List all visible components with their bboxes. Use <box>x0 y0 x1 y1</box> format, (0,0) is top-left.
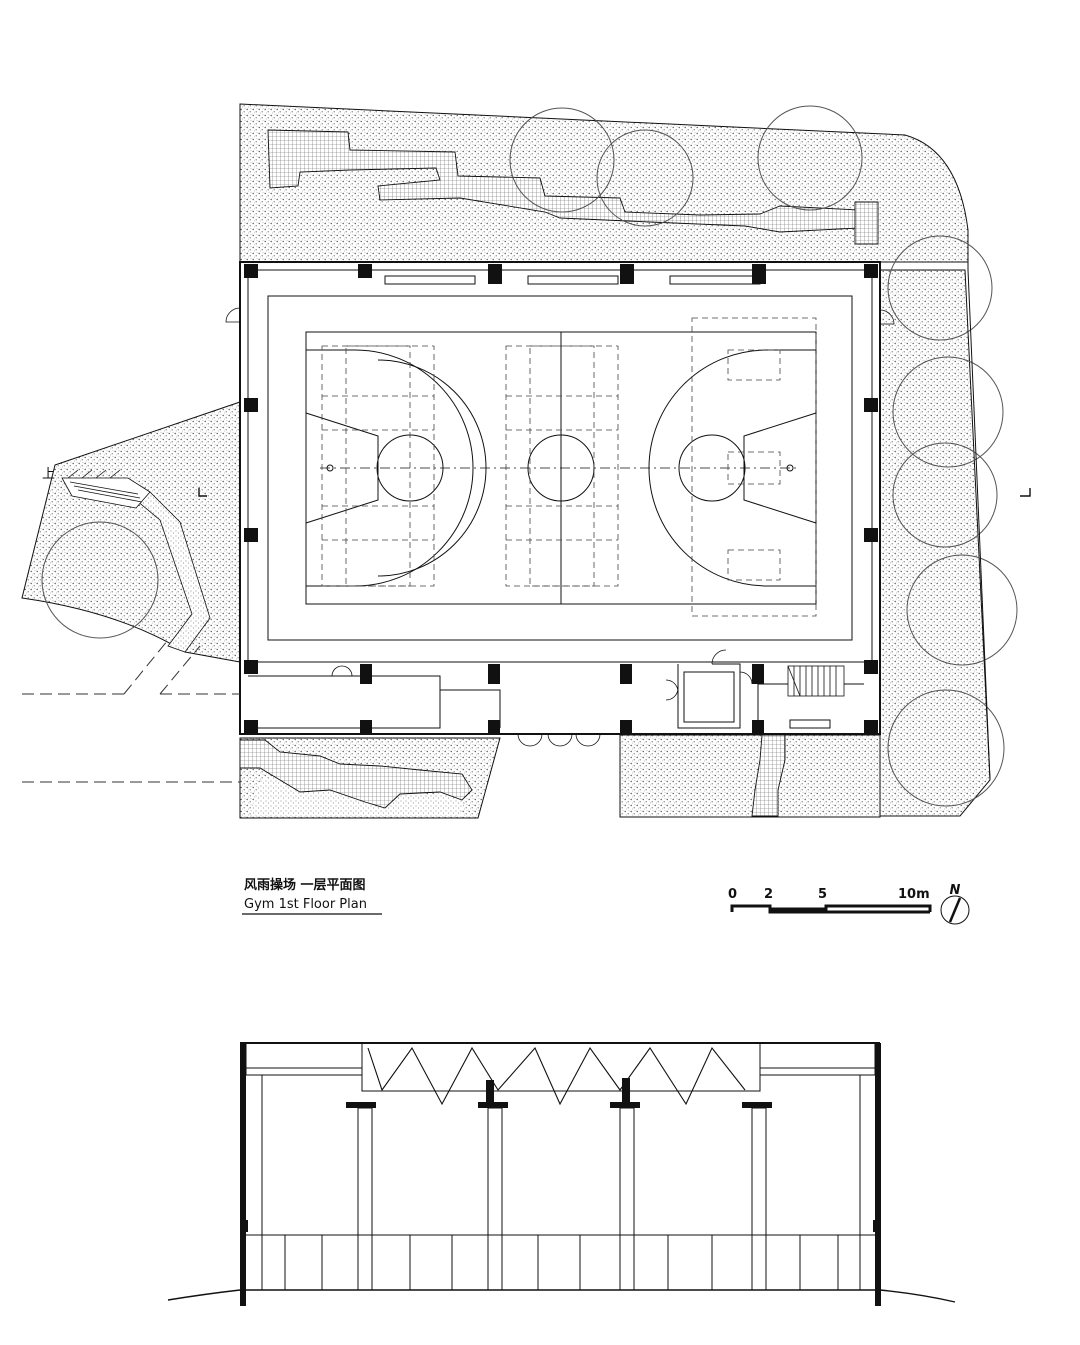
southeast-landscape-area <box>619 734 881 818</box>
tree-icon <box>41 521 159 639</box>
west-stair <box>61 469 151 509</box>
tree-icon <box>887 689 1005 807</box>
gym-floor-plan: 上 <box>21 103 1031 819</box>
column-capitals <box>346 1078 772 1108</box>
court-outer-boundary <box>267 295 853 641</box>
southeast-stepped-path <box>751 734 786 817</box>
gym-building-section <box>167 1042 956 1306</box>
stair-up-label: 上 <box>42 467 55 482</box>
roof-low-right <box>759 1043 876 1076</box>
scale-bar-line <box>730 904 932 914</box>
scale-tick-label: 2 <box>764 887 773 902</box>
west-wall <box>240 1043 246 1306</box>
east-edge-path <box>967 262 991 781</box>
scale-tick-label: 0 <box>728 887 737 902</box>
tree-icon <box>757 105 863 211</box>
section-cut-marker-icon <box>1020 488 1031 497</box>
scale-tick-label: 10m <box>898 887 930 902</box>
north-arrow-icon: N <box>940 883 970 925</box>
roof-low-left <box>245 1043 363 1076</box>
tree-icon <box>887 235 993 341</box>
gym-inner-wall <box>247 269 873 663</box>
right-half-court-markings <box>648 349 817 587</box>
gym-building-outline <box>239 261 881 735</box>
tree-icon <box>892 356 1004 468</box>
southwest-stepped-path <box>239 739 473 809</box>
skylights <box>384 275 761 285</box>
ground-line <box>167 1289 956 1303</box>
section-columns <box>357 1107 767 1291</box>
tree-icon <box>596 129 694 227</box>
doors <box>225 307 895 747</box>
north-stair <box>854 201 879 245</box>
interior-stair <box>787 665 845 697</box>
scale-bar: 0 2 5 10m <box>728 887 932 914</box>
reference-lines <box>22 639 240 783</box>
raised-roof <box>361 1042 761 1092</box>
plan-title-chinese: 风雨操场 一层平面图 <box>244 877 366 893</box>
plan-title-block: 风雨操场 一层平面图 Gym 1st Floor Plan <box>242 877 382 915</box>
glazing-mullions <box>284 1235 839 1290</box>
dashed-practice-courts <box>321 317 817 617</box>
tree-icon <box>906 554 1018 666</box>
roof-truss <box>367 1046 746 1106</box>
west-landscape-area <box>21 401 241 663</box>
north-label: N <box>950 883 961 898</box>
section-cut-marker-icon <box>198 488 207 497</box>
tree-icon <box>509 107 615 213</box>
plan-title-english: Gym 1st Floor Plan <box>244 897 367 912</box>
scale-tick-label: 5 <box>818 887 827 902</box>
columns <box>244 264 878 734</box>
east-wall <box>875 1043 881 1306</box>
west-path <box>135 491 211 653</box>
trees <box>41 105 1018 807</box>
tree-icon <box>892 442 998 548</box>
